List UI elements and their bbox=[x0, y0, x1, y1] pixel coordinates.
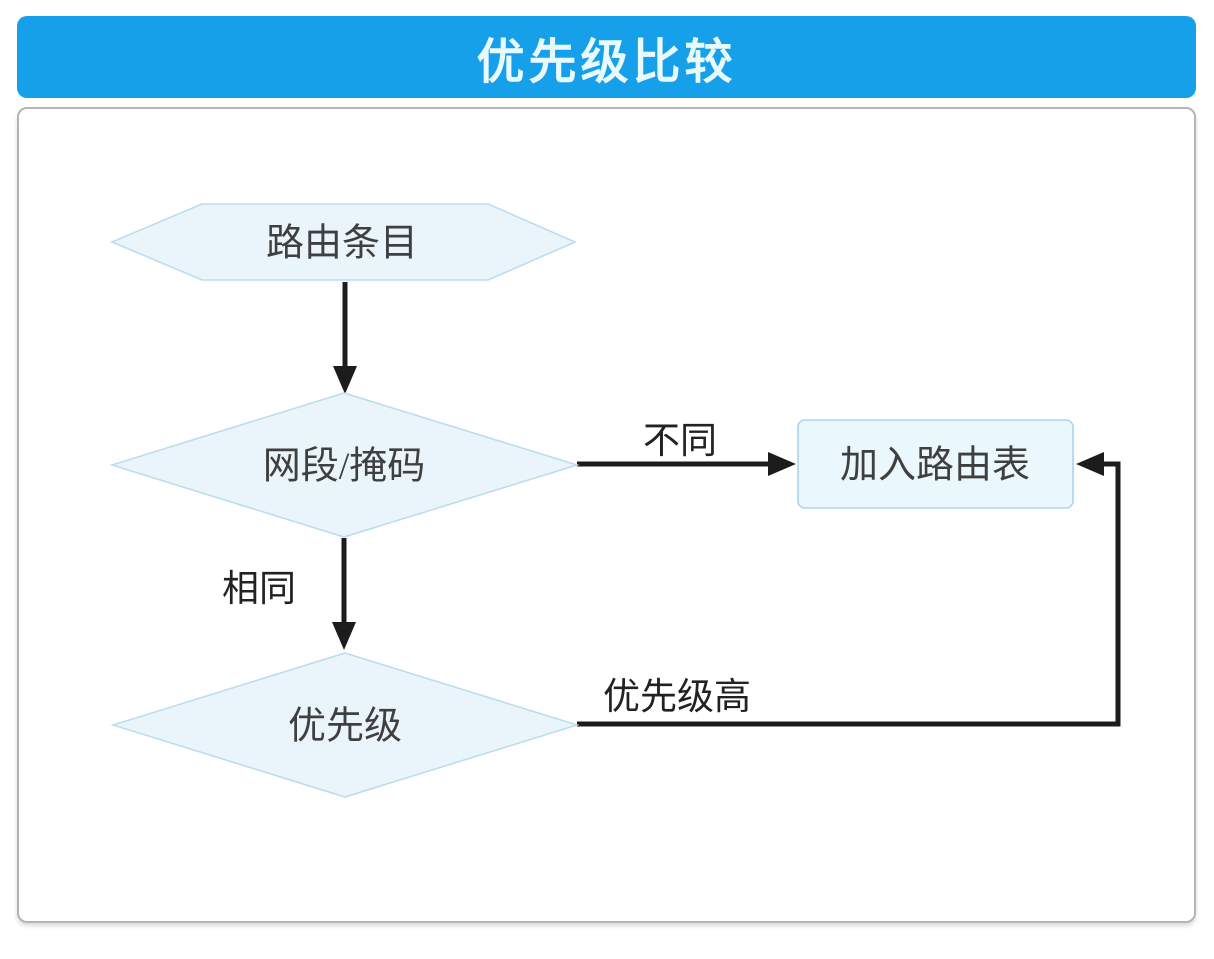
edge-route-entry-to-net-mask bbox=[333, 282, 357, 394]
node-net-mask-label: 网段/掩码 bbox=[263, 445, 426, 487]
node-priority-label: 优先级 bbox=[288, 705, 402, 747]
arrowhead-down-icon bbox=[333, 366, 357, 394]
add-route-table-rect bbox=[797, 419, 1074, 509]
net-mask-diamond bbox=[109, 392, 580, 538]
node-route-entry-label: 路由条目 bbox=[266, 222, 418, 264]
edge-label-different: 不同 bbox=[643, 421, 717, 462]
edge-net-mask-to-priority: 相同 bbox=[222, 538, 356, 650]
node-add-route-table: 加入路由表 bbox=[797, 419, 1074, 509]
edge-line bbox=[577, 461, 1121, 727]
title-bar: 优先级比较 bbox=[17, 16, 1196, 98]
node-net-mask: 网段/掩码 bbox=[109, 392, 580, 538]
arrowhead-right-icon bbox=[768, 452, 796, 476]
priority-diamond bbox=[110, 652, 580, 798]
arrowhead-left-icon bbox=[1076, 452, 1104, 476]
node-add-route-table-label: 加入路由表 bbox=[840, 444, 1030, 486]
route-entry-hexagon bbox=[109, 203, 577, 281]
edge-label-same: 相同 bbox=[222, 569, 296, 610]
edge-label-priority-high: 优先级高 bbox=[603, 676, 751, 718]
node-priority: 优先级 bbox=[110, 652, 580, 798]
edge-net-mask-to-add-route-table: 不同 bbox=[577, 421, 796, 476]
page-title: 优先级比较 bbox=[476, 36, 737, 89]
edge-priority-to-add-route-table: 优先级高 bbox=[577, 452, 1121, 727]
arrowhead-down-icon bbox=[332, 622, 356, 650]
node-route-entry: 路由条目 bbox=[109, 203, 577, 281]
